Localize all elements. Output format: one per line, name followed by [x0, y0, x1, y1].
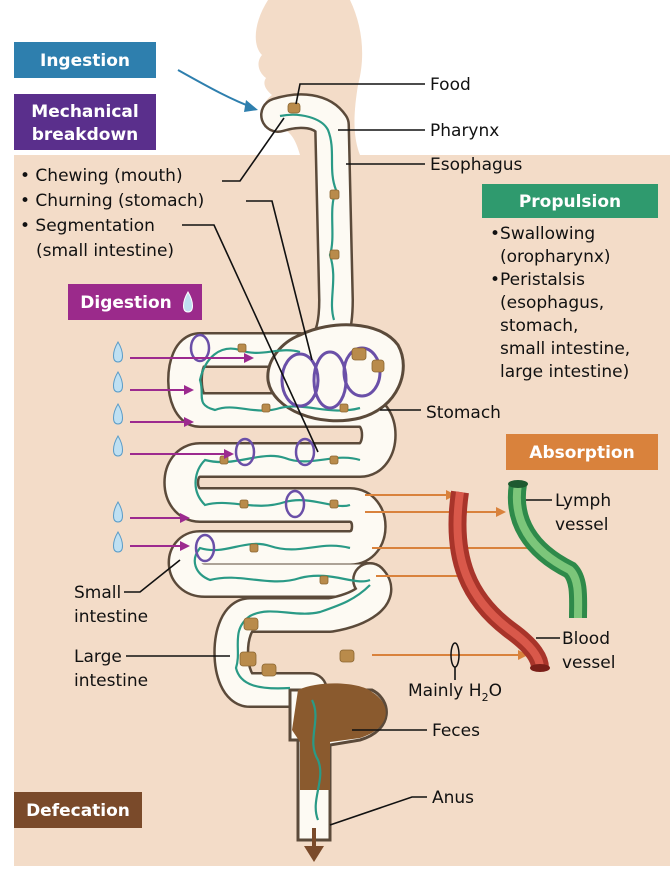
droplet-icon	[113, 341, 123, 363]
mainly-h2o-label: Mainly H2O	[408, 681, 502, 704]
pharynx-label: Pharynx	[430, 121, 499, 141]
propulsion-item: (oropharynx)	[500, 247, 611, 267]
large-intestine-label-line1: Large	[74, 647, 122, 667]
exit-arrowhead	[304, 846, 324, 862]
mechanical-item: • Segmentation	[20, 216, 155, 236]
propulsion-item: stomach,	[500, 316, 578, 336]
ingestion-arrowhead	[244, 100, 258, 112]
blood-vessel-end	[530, 664, 550, 672]
large-intestine-label-line2: intestine	[74, 671, 148, 691]
segmentation-swirls	[189, 333, 316, 563]
feces-label: Feces	[432, 721, 480, 741]
small-intestine-label-line1: Small	[74, 583, 121, 603]
propulsion-title: Propulsion	[519, 192, 621, 212]
segmentation-leader	[182, 224, 319, 453]
defecation-title: Defecation	[26, 801, 130, 821]
ingestion-arrow	[177, 69, 255, 109]
lymph-label-line1: Lymph	[555, 491, 611, 511]
esophagus-label: Esophagus	[430, 155, 523, 175]
chewing-leader	[222, 117, 285, 182]
propulsion-box	[482, 184, 658, 218]
propulsion-item: •Peristalsis	[490, 270, 585, 290]
ingestion-title: Ingestion	[40, 51, 130, 71]
lymph-label-line2: vessel	[555, 515, 608, 535]
mechanical-title-line1: Mechanical	[31, 102, 138, 122]
small-intestine-label-line2: intestine	[74, 607, 148, 627]
propulsion-item: small intestine,	[500, 339, 630, 359]
anus-label: Anus	[432, 788, 474, 808]
digestion-box	[68, 284, 202, 320]
anus-leader	[329, 796, 427, 826]
propulsion-item: large intestine)	[500, 362, 629, 382]
stomach-label: Stomach	[426, 403, 501, 423]
absorption-box	[506, 434, 658, 470]
food-leader	[295, 83, 425, 105]
blood-label-line2: vessel	[562, 653, 615, 673]
propulsion-item: •Swallowing	[490, 224, 595, 244]
droplet-icon	[113, 403, 123, 425]
mechanical-box	[14, 94, 156, 150]
blood-label-line1: Blood	[562, 629, 610, 649]
churning-leader	[246, 200, 313, 361]
propulsion-list: •Swallowing (oropharynx) •Peristalsis (e…	[490, 224, 630, 382]
absorption-title: Absorption	[529, 443, 634, 463]
droplet-icon	[113, 435, 123, 457]
lymph-vessel-end	[508, 480, 528, 488]
gi-tract	[163, 93, 405, 862]
digestion-arrows	[113, 341, 254, 553]
droplet-icon	[183, 291, 193, 313]
mechanical-item: • Chewing (mouth)	[20, 166, 183, 186]
droplet-icon	[113, 531, 123, 553]
mechanical-list: • Chewing (mouth) • Churning (stomach) •…	[20, 166, 204, 261]
mechanical-item: • Churning (stomach)	[20, 191, 204, 211]
mechanical-title-line2: breakdown	[32, 125, 139, 145]
propulsion-item: (esophagus,	[500, 293, 604, 313]
small-intestine-leader	[124, 559, 181, 593]
droplet-icon	[113, 501, 123, 523]
ingestion-box	[14, 42, 156, 78]
food-label: Food	[430, 75, 471, 95]
digestion-title: Digestion	[80, 293, 172, 313]
mechanical-item: (small intestine)	[36, 241, 174, 261]
defecation-box	[14, 792, 142, 828]
food-chunks	[219, 102, 385, 677]
droplet-icon	[113, 371, 123, 393]
